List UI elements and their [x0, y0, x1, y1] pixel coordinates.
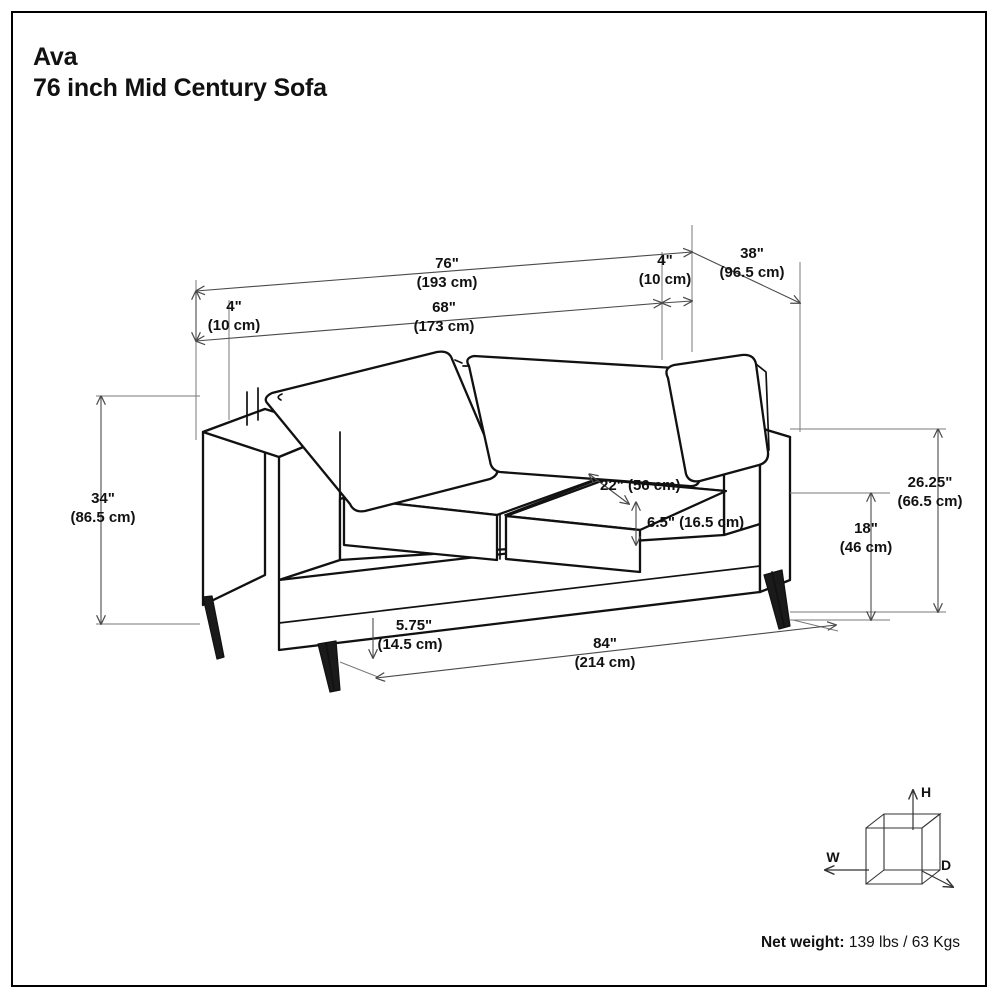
right-arm-outer-panel: [758, 426, 792, 594]
label-arm-width-right-metric: (10 cm): [639, 271, 692, 288]
dimline-overall-width: [196, 252, 692, 291]
cube-hidden-edges: [865, 814, 940, 885]
label-overall-width-metric: (193 cm): [417, 274, 478, 291]
page-subtitle: 76 inch Mid Century Sofa: [33, 73, 327, 102]
cube-height-letter: H: [921, 784, 931, 800]
label-diagonal-depth-imperial: 84": [593, 635, 617, 652]
label-seat-height-imperial: 18": [854, 520, 878, 537]
seat-cushion-left-front: [342, 496, 499, 562]
label-diagonal-depth-metric: (214 cm): [575, 654, 636, 671]
label-leg-height-imperial: 5.75": [396, 617, 432, 634]
base-lower-edge: [278, 565, 761, 624]
ext-line-depth-left: [339, 661, 379, 678]
back-cushion-right: [665, 353, 770, 483]
label-interior-width-metric: (173 cm): [414, 318, 475, 335]
label-overall-height-imperial: 34": [91, 490, 115, 507]
seat-cushion-gap: [499, 478, 601, 560]
title-block: Ava 76 inch Mid Century Sofa: [33, 42, 327, 103]
label-cushion-thickness: 6.5" (16.5 cm): [647, 514, 744, 531]
label-overall-depth-metric: (96.5 cm): [719, 264, 784, 281]
cube-depth-letter: D: [941, 857, 951, 873]
leg-front-center-highlight: [325, 642, 335, 690]
cube-depth-axis: [921, 870, 953, 887]
dimline-overall-depth: [691, 251, 800, 303]
dimline-arm-width-right: [662, 301, 692, 303]
net-weight-label: Net weight:: [760, 934, 845, 951]
label-arm-width-left-metric: (10 cm): [208, 317, 261, 334]
cube-top-face: [865, 813, 942, 829]
label-overall-depth-imperial: 38": [740, 245, 764, 262]
dimline-diagonal-depth: [376, 625, 836, 678]
cube-width-letter: W: [826, 849, 840, 865]
label-seat-depth: 22" (56 cm): [600, 477, 681, 494]
dimension-annotations: 76" (193 cm) 68" (173 cm) 4" (10 cm) 4" …: [70, 225, 963, 678]
net-weight-block: Net weight: 139 lbs / 63 Kgs: [761, 934, 960, 952]
leg-front-left: [202, 595, 225, 660]
whd-cube-key: H W D: [825, 784, 953, 887]
label-arm-height-metric: (66.5 cm): [897, 493, 962, 510]
cube-right-face: [921, 812, 941, 885]
label-leg-height-metric: (14.5 cm): [377, 636, 442, 653]
dimline-interior-width: [196, 303, 662, 341]
label-interior-width-imperial: 68": [432, 299, 456, 316]
sofa-illustration: [201, 350, 792, 693]
seat-cushion-right-front: [504, 514, 642, 574]
back-frame-rail: [246, 387, 259, 426]
label-overall-width-imperial: 76": [435, 255, 459, 272]
back-frame-top-right: [755, 363, 770, 451]
label-seat-height-metric: (46 cm): [840, 539, 893, 556]
leg-back-right-highlight: [771, 571, 785, 627]
net-weight-value: 139 lbs / 63 Kgs: [848, 934, 960, 951]
dimline-seat-depth: [589, 474, 629, 504]
label-arm-height-imperial: 26.25": [908, 474, 953, 491]
label-overall-height-metric: (86.5 cm): [70, 509, 135, 526]
page-title: Ava: [33, 43, 78, 71]
label-arm-width-right-imperial: 4": [657, 252, 672, 269]
back-cushion-ridge: [454, 359, 470, 367]
cube-front-face: [865, 827, 923, 885]
leg-front-center: [317, 640, 341, 693]
label-arm-width-left-imperial: 4": [226, 298, 241, 315]
back-cushion-left-seam: [277, 393, 283, 401]
